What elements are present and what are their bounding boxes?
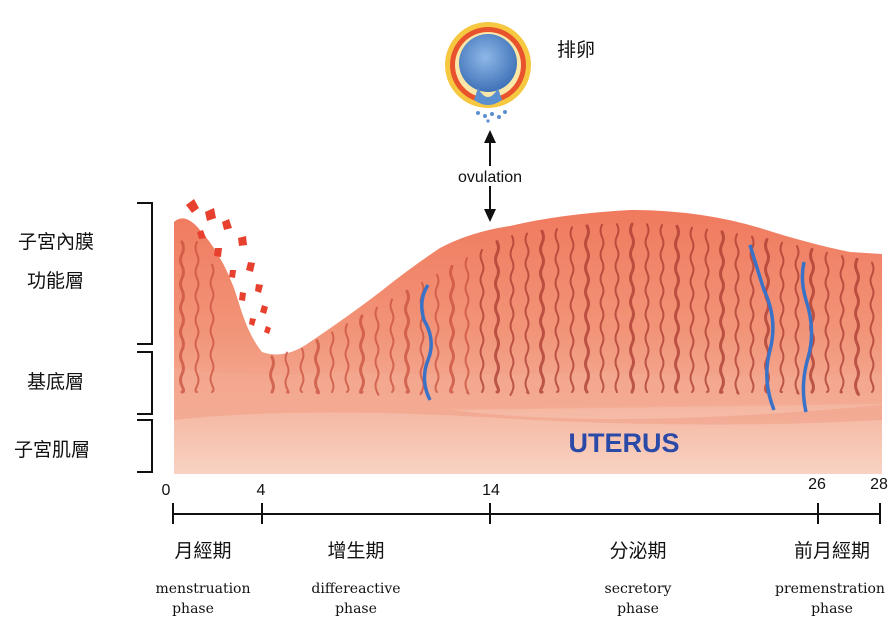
basal-label: 基底層 — [27, 371, 84, 393]
tick-label-28: 28 — [870, 476, 888, 493]
phase-proliferative-en-1: differeactive — [311, 581, 400, 597]
phase-secretory-en-2: phase — [617, 601, 659, 617]
endometrial-gland — [631, 224, 634, 392]
uterus-label: UTERUS — [568, 428, 679, 458]
ovum-illustration — [445, 22, 531, 123]
ovum-cell — [459, 34, 517, 92]
phase-premenstrual-en-1: premenstration — [775, 581, 885, 597]
tick-label-26: 26 — [808, 476, 826, 493]
layer-brackets — [137, 203, 152, 472]
functional-label-line-2: 功能層 — [27, 270, 84, 292]
myometrium-layer-bracket — [137, 420, 152, 472]
phase-menstruation-en-1: menstruation — [156, 581, 251, 597]
released-cells — [476, 110, 507, 123]
basal-layer-bracket — [137, 352, 152, 414]
phase-premenstrual-cn: 前月經期 — [794, 540, 870, 562]
functional-label-line-1: 子宮內膜 — [18, 231, 94, 253]
phase-secretory-en-1: secretory — [605, 581, 672, 597]
arrow-up-head — [484, 130, 496, 143]
arrow-down-head — [484, 209, 496, 222]
phase-secretory-cn: 分泌期 — [609, 540, 666, 562]
phase-menstruation-cn: 月經期 — [174, 540, 231, 562]
myometrium-label: 子宮肌層 — [14, 439, 90, 461]
phase-proliferative-en-2: phase — [335, 601, 377, 617]
cycle-timeline: 0 4 14 26 28 — [162, 476, 888, 524]
phase-labels: 月經期 menstruation phase 增生期 differeactive… — [156, 540, 885, 617]
tick-label-14: 14 — [482, 482, 500, 499]
ovulation-en-label: ovulation — [458, 169, 522, 186]
tick-label-0: 0 — [162, 482, 171, 499]
functional-layer-bracket — [137, 203, 152, 344]
phase-proliferative-cn: 增生期 — [327, 540, 384, 562]
layer-labels: 子宮內膜 功能層 基底層 子宮肌層 — [14, 231, 94, 461]
ovulation-cn-label: 排卵 — [557, 39, 595, 61]
tick-label-4: 4 — [257, 482, 266, 499]
phase-premenstrual-en-2: phase — [811, 601, 853, 617]
phase-menstruation-en-2: phase — [172, 601, 214, 617]
